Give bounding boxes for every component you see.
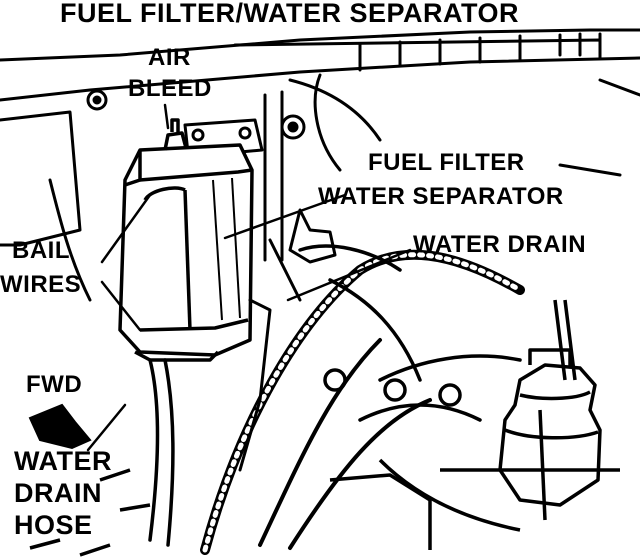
water-drain-hose-label-line3: HOSE (14, 510, 93, 540)
hoses-and-harness (148, 208, 525, 555)
fuel-filter-canister (118, 118, 254, 362)
air-bleed-label-line1: AIR (148, 44, 191, 71)
fuel-filter-label-line1: FUEL FILTER (368, 149, 525, 176)
fuel-filter-leader (223, 193, 347, 240)
bail-wires-label-line2: WIRES (0, 271, 81, 298)
vacuum-canister (29, 299, 620, 557)
fwd-label: FWD (26, 371, 82, 398)
fwd-arrow-icon (28, 403, 92, 450)
engine-bay-artwork (0, 28, 640, 302)
water-drain-label: WATER DRAIN (413, 231, 586, 258)
diagram-title: FUEL FILTER/WATER SEPARATOR (60, 0, 519, 28)
diagram-labels: FUEL FILTER/WATER SEPARATOR AIR BLEED FU… (0, 0, 586, 540)
fuel-filter-label-line2: WATER SEPARATOR (318, 183, 564, 210)
air-bleed-label-line2: BLEED (128, 75, 212, 102)
water-drain-hose-leader (86, 403, 127, 452)
callout-leaders (86, 103, 412, 452)
water-drain-hose-label-line2: DRAIN (14, 478, 102, 508)
bail-wires-label-line1: BAIL (12, 237, 70, 264)
bail-wires-leader-bottom (100, 280, 142, 332)
water-drain-leader (286, 248, 412, 302)
water-drain-hose-label-line1: WATER (14, 446, 112, 476)
air-bleed-leader (163, 103, 170, 130)
bail-wires-leader-top (100, 193, 152, 264)
